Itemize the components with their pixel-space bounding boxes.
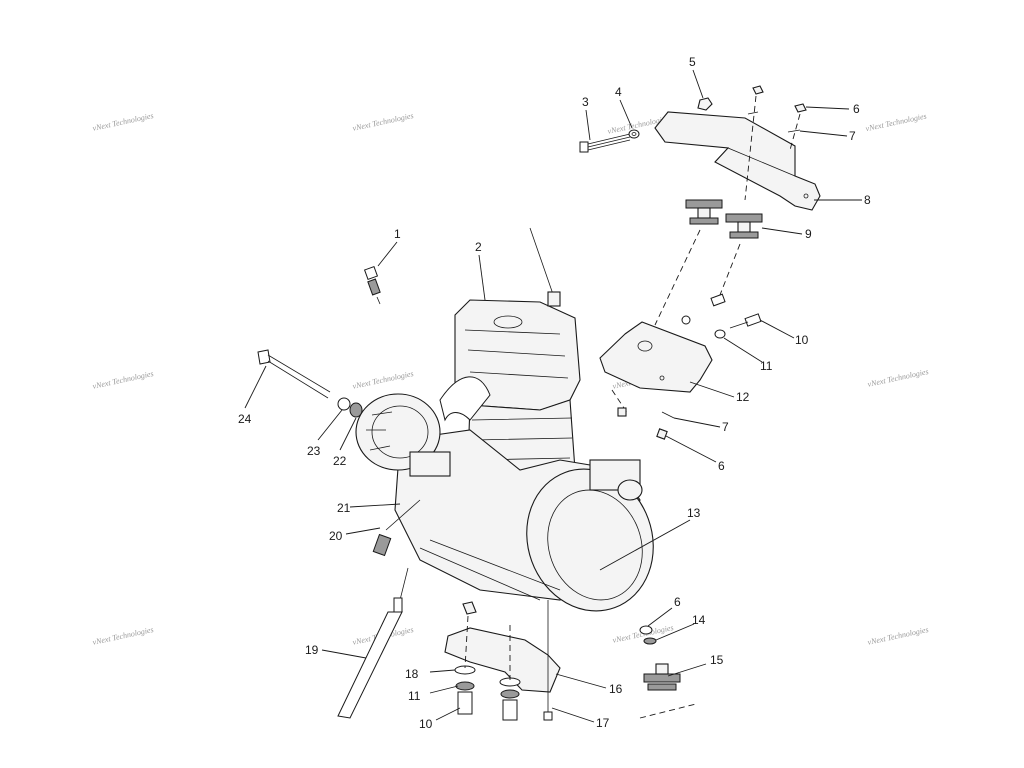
callout-24: 24 (238, 412, 252, 426)
washer-part-4 (628, 129, 640, 139)
mount-part-15 (643, 663, 681, 691)
callout-12: 12 (736, 390, 750, 404)
callout-19: 19 (305, 643, 319, 657)
callout-11-bottom: 11 (408, 689, 421, 703)
callout-4: 4 (615, 85, 622, 99)
watermark: vNext Technologies (867, 367, 930, 389)
watermark: vNext Technologies (352, 369, 415, 391)
callout-15: 15 (710, 653, 724, 667)
leader-lines (244, 69, 862, 723)
callout-14: 14 (692, 613, 706, 627)
callout-22: 22 (333, 454, 347, 468)
nut-top (752, 85, 764, 95)
callout-10-right: 10 (795, 333, 809, 347)
callout-5: 5 (689, 55, 696, 69)
nut-part-6-lower (656, 428, 668, 440)
callout-6-mid: 6 (718, 459, 725, 473)
wire-top (529, 227, 556, 301)
rubber-mount-part-9b (725, 213, 763, 239)
lower-bracket-part-12 (599, 321, 713, 393)
engine-block (355, 299, 654, 612)
callout-11-right: 11 (760, 359, 773, 373)
watermark: vNext Technologies (92, 369, 155, 391)
callout-16: 16 (609, 682, 623, 696)
carburetor (409, 451, 451, 477)
callout-6-top: 6 (853, 102, 860, 116)
washer-part-14 (643, 637, 657, 645)
rubber-mount-part-9a (685, 199, 723, 225)
callout-2: 2 (475, 240, 482, 254)
cable-end-part-20 (372, 533, 392, 557)
callout-17: 17 (596, 716, 610, 730)
callout-9: 9 (805, 227, 812, 241)
callout-18: 18 (405, 667, 419, 681)
callout-20: 20 (329, 529, 343, 543)
callout-1: 1 (394, 227, 401, 241)
nut-bracket (617, 407, 627, 417)
washer-part-11 (681, 315, 691, 325)
watermark: vNext Technologies (92, 625, 155, 647)
watermark: vNext Technologies (352, 111, 415, 133)
callout-10-bottom: 10 (419, 717, 433, 731)
callout-23: 23 (307, 444, 321, 458)
callout-7-mid: 7 (722, 420, 729, 434)
upper-mount-assembly (579, 85, 821, 440)
washer-part-11b (714, 329, 726, 339)
wire-boot (547, 291, 561, 307)
bolt-part-3 (579, 133, 631, 153)
intake-boot (439, 376, 491, 422)
watermark: vNext Technologies (867, 625, 930, 647)
callout-7-top: 7 (849, 129, 856, 143)
washer-part-11-lower (455, 681, 475, 691)
nut-part-6 (794, 103, 807, 113)
bolt-part-24 (257, 349, 331, 399)
nut-part-5 (697, 97, 713, 111)
watermark: vNext Technologies (865, 111, 928, 133)
spark-plug-part-1 (363, 265, 381, 305)
washer-part-23 (337, 397, 351, 411)
upper-bracket-part-8 (654, 111, 821, 211)
nut-part-lower (462, 601, 477, 615)
callout-3: 3 (582, 95, 589, 109)
lower-mount-assembly (444, 600, 561, 721)
watermark: vNext Technologies (92, 111, 155, 133)
callout-21: 21 (337, 501, 351, 515)
callout-13: 13 (687, 506, 701, 520)
bolt-part-10-upper (710, 293, 762, 329)
nut-part-6-right (639, 625, 653, 635)
lower-plate-part-16 (444, 627, 561, 693)
bolt-part-10-lower (457, 691, 473, 715)
dipstick-part-19 (337, 567, 409, 719)
callout-6-low: 6 (674, 595, 681, 609)
callout-8: 8 (864, 193, 871, 207)
callout-labels: 1 2 3 4 5 6 7 8 9 10 11 12 7 6 13 6 14 1… (238, 55, 871, 731)
nut-part-22 (349, 402, 363, 418)
